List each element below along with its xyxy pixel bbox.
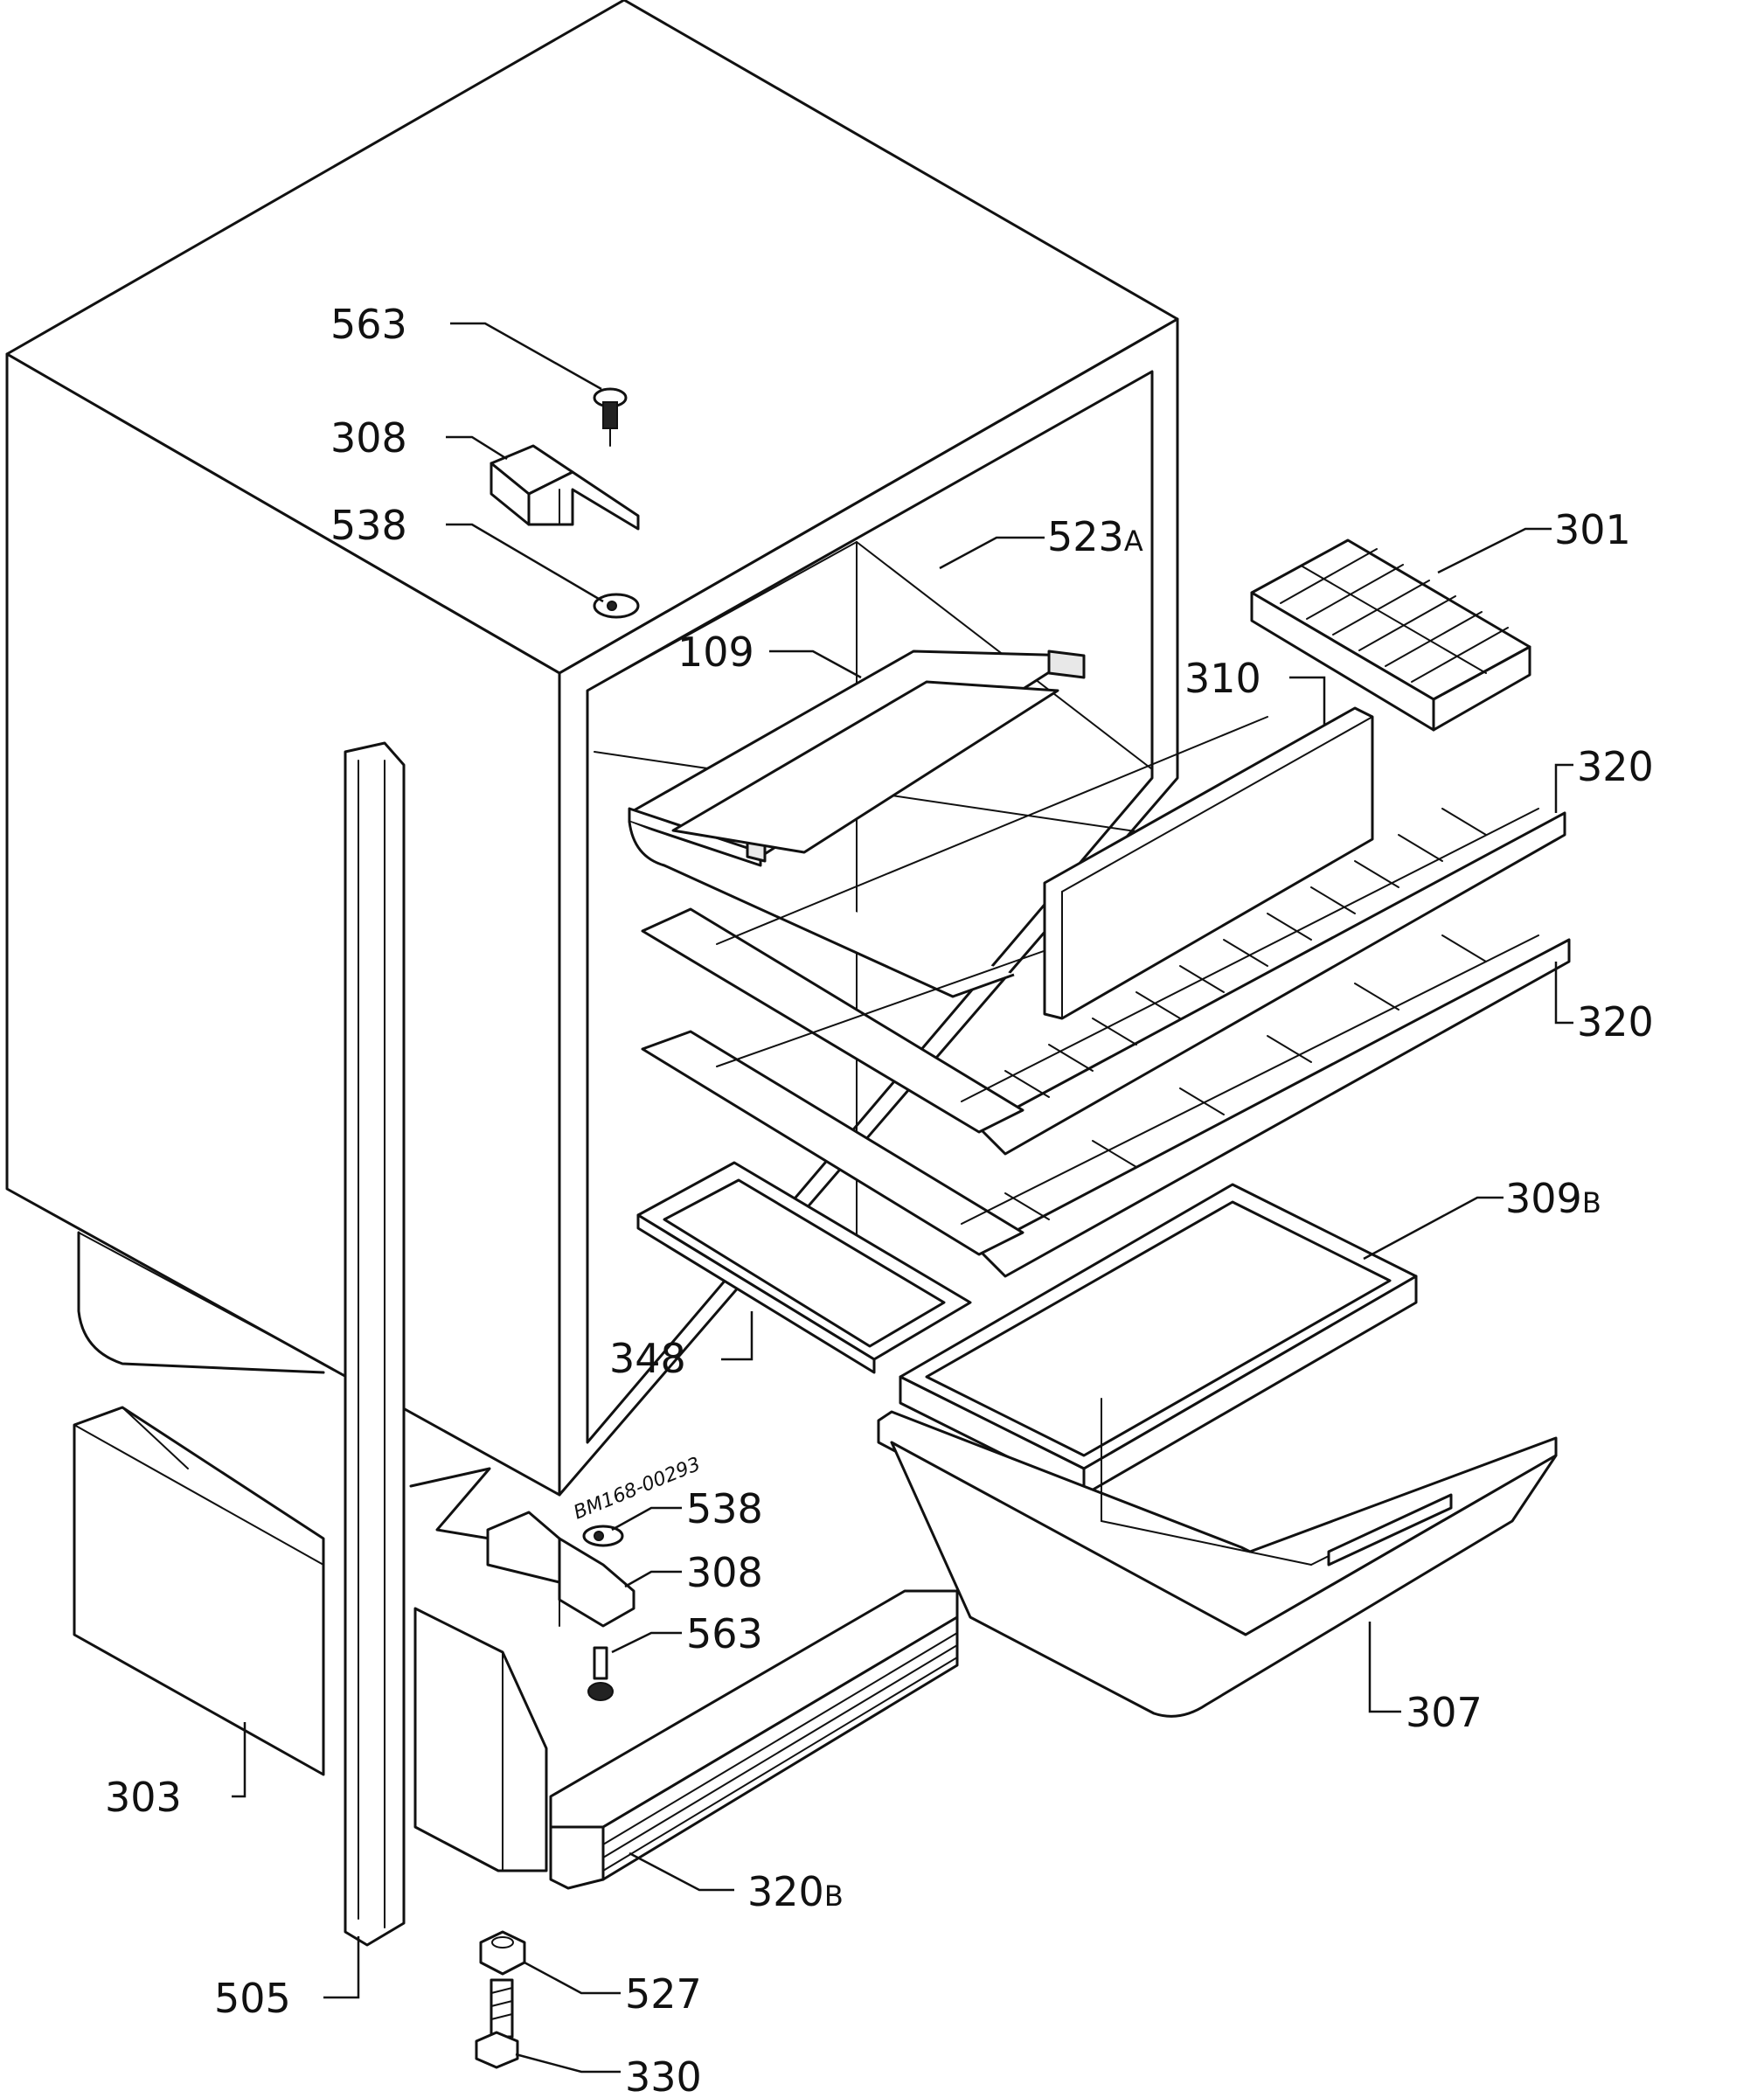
part-308-hinge-bottom (486, 1511, 635, 1628)
label-109: 109 (677, 629, 754, 676)
part-330-bolt (475, 1978, 519, 2069)
label-320b: 320B (747, 1868, 844, 1915)
lower-plinth-panel (413, 1607, 548, 1872)
part-301-ice-tray (1250, 538, 1531, 732)
part-538-washer-top (593, 593, 640, 619)
part-320-shelf-lower (641, 856, 1571, 1278)
label-303: 303 (105, 1774, 182, 1821)
label-563-bottom: 563 (686, 1610, 763, 1657)
part-320b-grille (549, 1589, 959, 1890)
label-563-top: 563 (330, 301, 407, 348)
label-320-upper: 320 (1577, 743, 1654, 790)
callout-labels: 563 308 538 523A 109 310 301 320 320 309… (105, 301, 1654, 2098)
part-348-glass-shelf (636, 1161, 972, 1374)
part-320-shelf-upper (641, 716, 1566, 1156)
label-308-bottom: 308 (686, 1549, 763, 1596)
part-538-washer-bottom (582, 1525, 624, 1547)
label-538-bottom: 538 (686, 1485, 763, 1532)
label-538-top: 538 (330, 502, 407, 549)
label-348: 348 (609, 1335, 686, 1382)
part-303-front-panel (73, 1406, 325, 1776)
part-527-nut (479, 1930, 526, 1976)
drawing-code: BM168-00293 (571, 1454, 704, 1525)
label-301: 301 (1554, 506, 1631, 553)
label-523a: 523A (1047, 513, 1143, 560)
part-563-screw-bottom (587, 1646, 614, 1701)
label-307: 307 (1406, 1689, 1483, 1736)
part-308-hinge-top (490, 444, 640, 531)
label-308-top: 308 (330, 414, 407, 462)
part-307-crisper-drawer (877, 1398, 1558, 1718)
part-309b-crisper-cover (899, 1183, 1418, 1497)
label-527: 527 (625, 1970, 702, 2018)
label-330: 330 (625, 2053, 702, 2098)
fridge-cabinet (5, 0, 1190, 1540)
part-310-divider (1043, 706, 1374, 1020)
label-310: 310 (1184, 655, 1261, 702)
label-309b: 309B (1505, 1175, 1601, 1222)
leader-lines (232, 322, 1573, 2074)
label-505: 505 (214, 1975, 291, 2022)
part-563-screw-top (593, 387, 628, 447)
part-109-shelf (628, 650, 1086, 998)
label-320-lower: 320 (1577, 998, 1654, 1046)
part-505-seal-strip (344, 741, 406, 1947)
